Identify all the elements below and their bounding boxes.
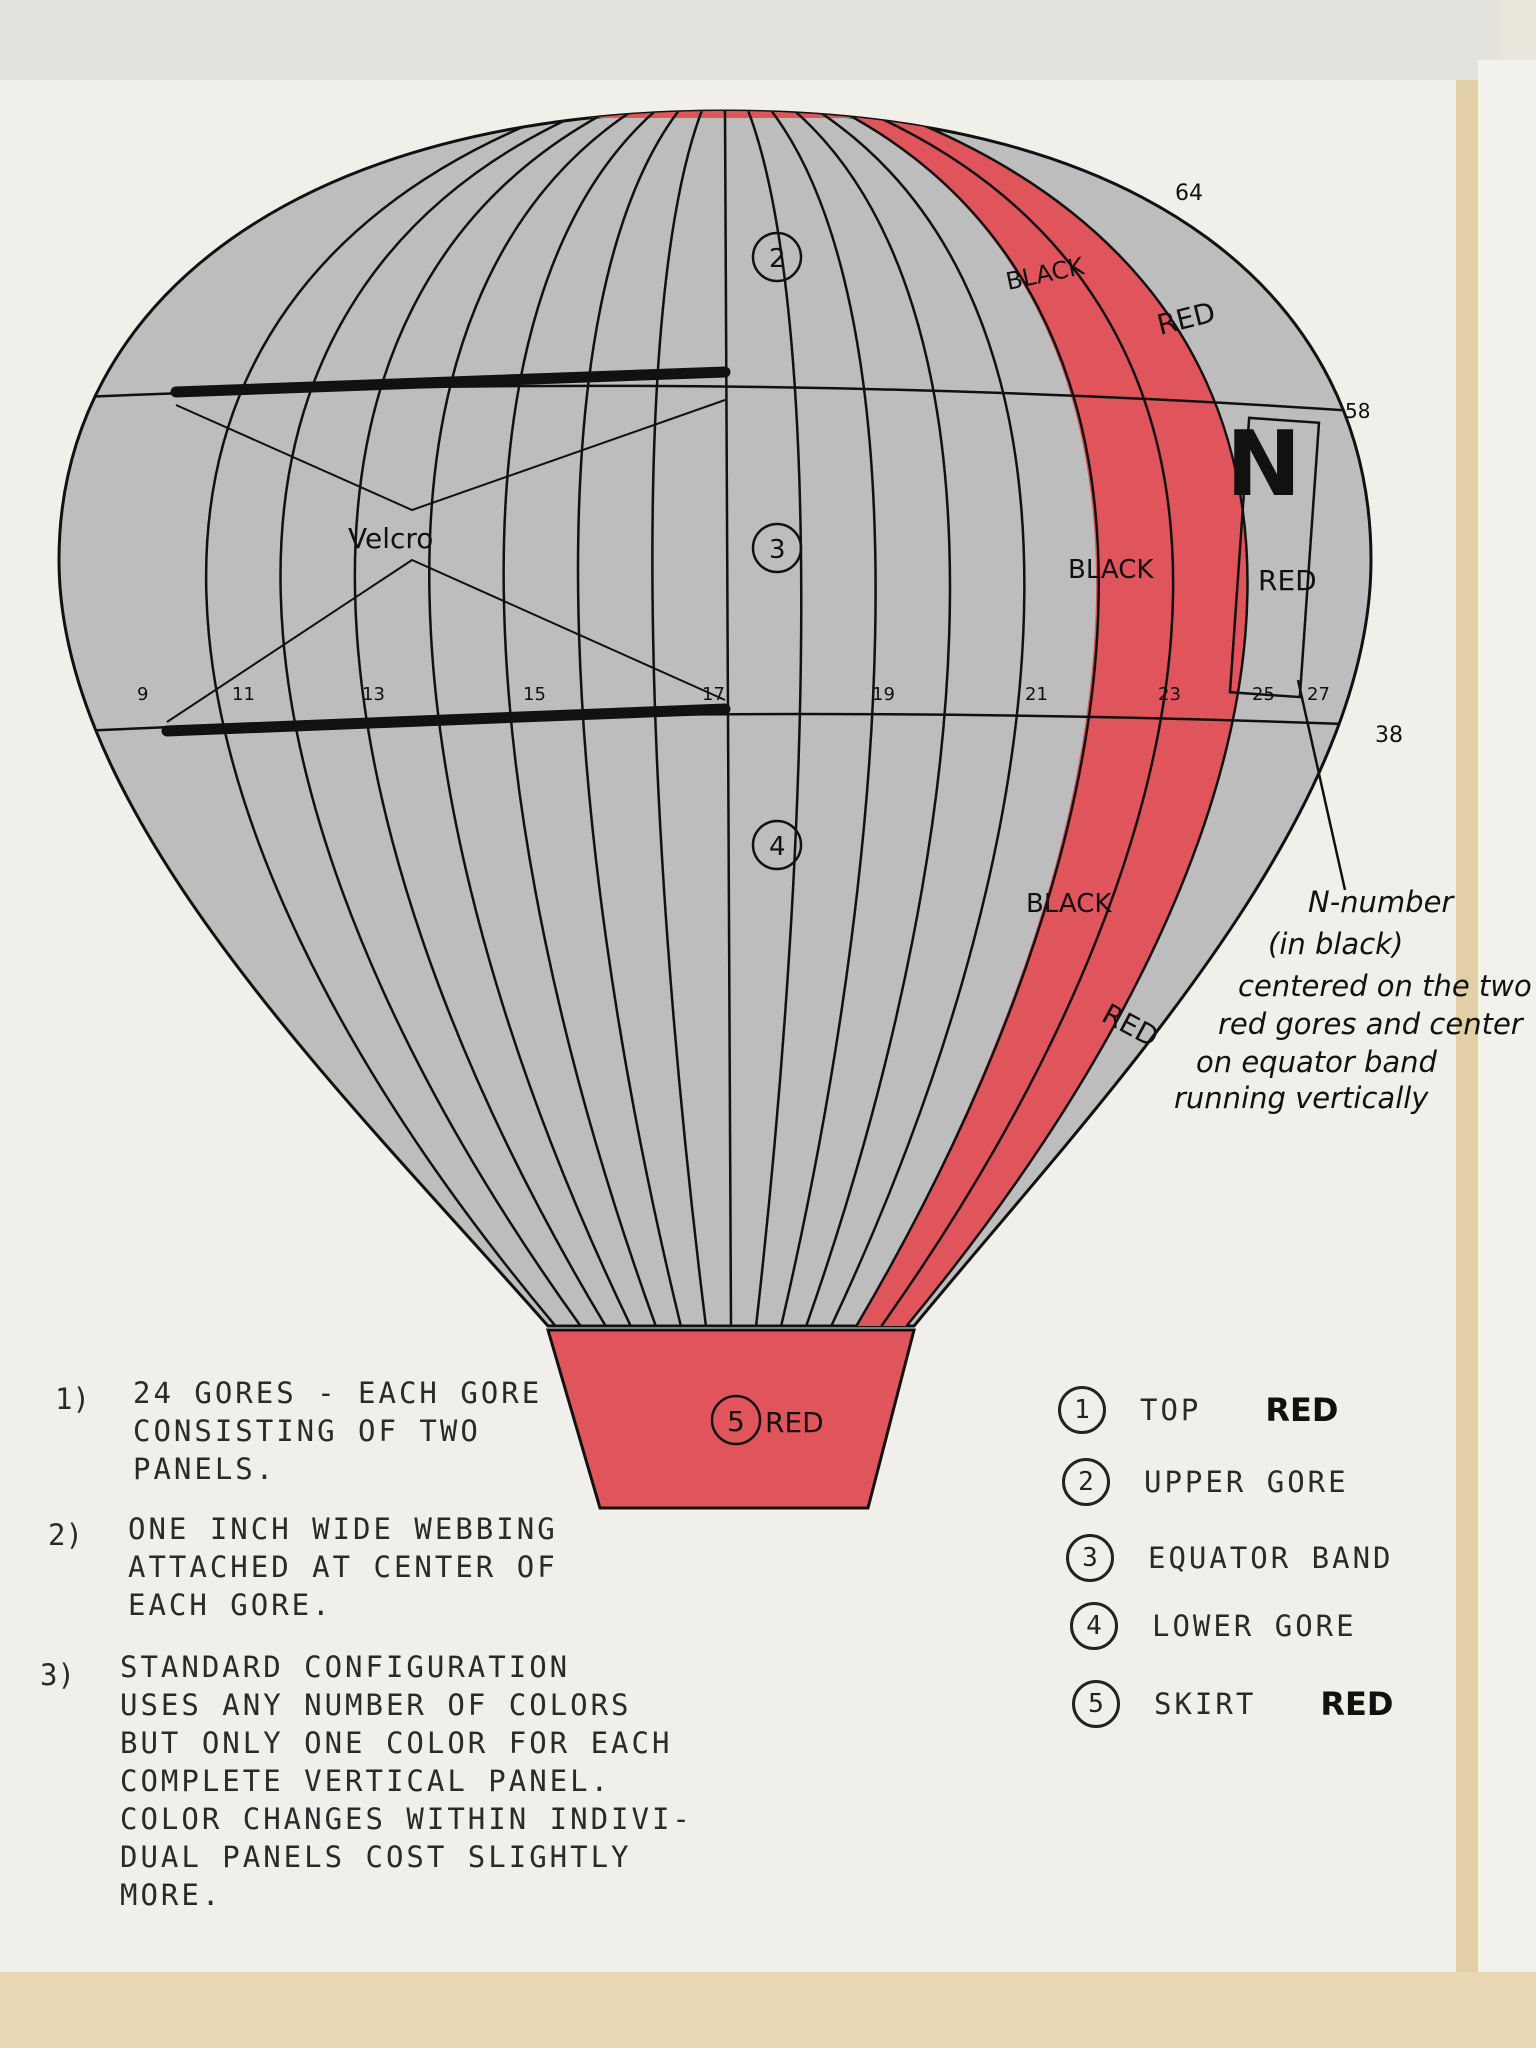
- top-cap: [580, 111, 880, 118]
- gore-seam: [840, 111, 1100, 1326]
- note-1-number: 1): [55, 1382, 90, 1416]
- legend-item-equator-band: 3 EQUATOR BAND: [1066, 1534, 1394, 1582]
- gore-seam: [353, 111, 610, 1326]
- label-black-mid: BLACK: [1068, 555, 1154, 585]
- legend-number: 2: [1062, 1458, 1110, 1506]
- velcro-x-upper: [175, 399, 726, 512]
- note-1-text: 24 GORES - EACH GORE CONSISTING OF TWO P…: [133, 1376, 543, 1486]
- gore-seam: [502, 111, 657, 1326]
- equator-number: 11: [232, 684, 255, 705]
- legend-item-lower-gore: 4 LOWER GORE: [1070, 1602, 1357, 1650]
- legend-label: EQUATOR BAND: [1148, 1541, 1394, 1575]
- legend-label: TOP: [1140, 1393, 1202, 1427]
- legend-label: LOWER GORE: [1152, 1609, 1357, 1643]
- skirt-color-label: RED: [765, 1406, 824, 1439]
- gore-number-circle: [751, 231, 803, 283]
- side-number-38: 38: [1375, 723, 1403, 748]
- gore-number: 2: [769, 244, 786, 274]
- label-black-lower: BLACK: [1026, 889, 1112, 919]
- folder-bottom: [0, 1972, 1536, 2048]
- equator-number: 13: [362, 684, 385, 705]
- equator-number: 15: [523, 684, 546, 705]
- legend-item-top: 1 TOP RED: [1058, 1386, 1338, 1434]
- red-gores: [840, 111, 1249, 1326]
- legend-item-skirt: 5 SKIRT RED: [1072, 1680, 1393, 1728]
- gore-seam: [723, 111, 733, 1326]
- velcro-x-lower: [166, 558, 726, 723]
- gore-seam: [817, 111, 1026, 1326]
- skirt-number: 5: [727, 1405, 745, 1438]
- legend-number: 1: [1058, 1386, 1106, 1434]
- legend-label: UPPER GORE: [1144, 1465, 1349, 1499]
- equator-number: 21: [1025, 684, 1048, 705]
- equator-number: 17: [702, 684, 725, 705]
- legend-item-upper-gore: 2 UPPER GORE: [1062, 1458, 1349, 1506]
- n-letter: N: [1226, 412, 1301, 517]
- equator-number: 27: [1307, 684, 1330, 705]
- annotation-line: centered on the two: [1238, 969, 1532, 1003]
- annotation-line: running vertically: [1174, 1081, 1429, 1115]
- gore-seam: [747, 111, 803, 1326]
- side-number-58: 58: [1345, 399, 1370, 423]
- velcro-strap-lower: [161, 703, 731, 737]
- annotation-line: (in black): [1268, 927, 1403, 961]
- gore-seam: [651, 111, 708, 1326]
- n-number-annotation: N-number (in black) centered on the two …: [1174, 885, 1532, 1115]
- skirt: [545, 1328, 916, 1510]
- gore-seam: [428, 111, 633, 1326]
- note-3-text: STANDARD CONFIGURATION USES ANY NUMBER O…: [120, 1650, 693, 1912]
- label-red-box: RED: [1258, 564, 1317, 597]
- gore-seam: [205, 111, 563, 1326]
- gore-seam: [794, 111, 952, 1326]
- equator-number: 23: [1158, 684, 1181, 705]
- gore-seam: [279, 111, 586, 1326]
- legend-number: 3: [1066, 1534, 1114, 1582]
- velcro-label: Velcro: [348, 522, 433, 555]
- gore-number: 3: [769, 535, 786, 565]
- gore-seam: [770, 111, 877, 1326]
- legend-color: RED: [1265, 1391, 1339, 1429]
- equator-number: 25: [1252, 684, 1275, 705]
- next-page-edge: [1478, 60, 1536, 2000]
- gore-seam: [864, 111, 1175, 1326]
- skirt-number-circle: [710, 1394, 762, 1446]
- legend-color: RED: [1320, 1685, 1394, 1723]
- note-2-number: 2): [48, 1518, 83, 1552]
- gore-number: 4: [769, 832, 786, 862]
- annotation-leader: [1296, 679, 1347, 891]
- side-number-64: 64: [1175, 181, 1203, 206]
- equator-number: 9: [137, 684, 148, 705]
- gore-seam: [576, 111, 683, 1326]
- annotation-line: on equator band: [1196, 1045, 1438, 1079]
- gore-seam: [887, 111, 1249, 1326]
- annotation-line: N-number: [1308, 885, 1455, 919]
- legend-number: 4: [1070, 1602, 1118, 1650]
- n-number-box: [1228, 416, 1321, 699]
- legend-label: SKIRT: [1154, 1687, 1257, 1721]
- legend-number: 5: [1072, 1680, 1120, 1728]
- note-3-number: 3): [40, 1658, 75, 1692]
- note-2-text: ONE INCH WIDE WEBBING ATTACHED AT CENTER…: [128, 1512, 558, 1622]
- equator-number: 19: [872, 684, 895, 705]
- gore-number-circle: [751, 819, 803, 871]
- annotation-line: red gores and center: [1218, 1007, 1525, 1041]
- velcro-strap-upper: [170, 366, 731, 398]
- gore-number-circle: [751, 522, 803, 574]
